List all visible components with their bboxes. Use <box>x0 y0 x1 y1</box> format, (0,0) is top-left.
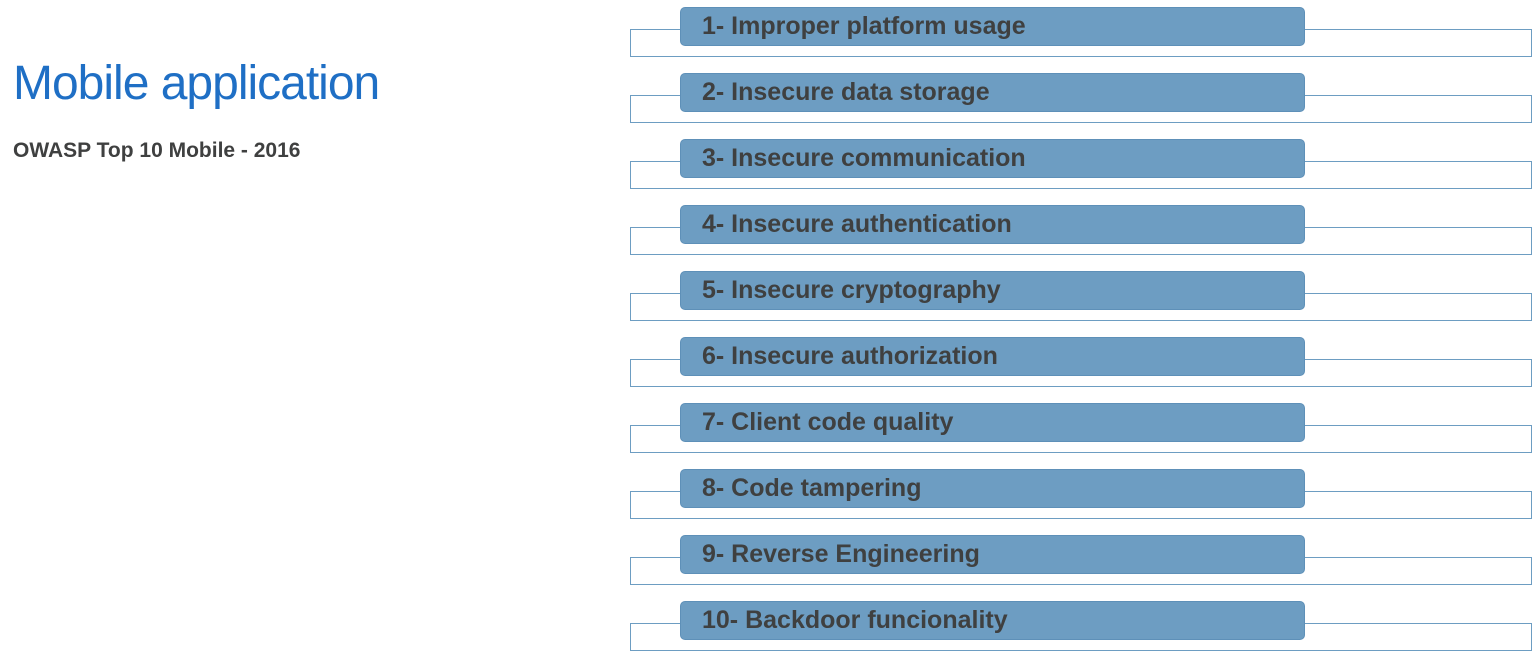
list-item-7: 7- Client code quality <box>630 396 1532 462</box>
item-bar: 3- Insecure communication <box>680 139 1305 178</box>
item-label: 6- Insecure authorization <box>702 342 998 370</box>
item-label: 2- Insecure data storage <box>702 78 990 106</box>
item-bar: 6- Insecure authorization <box>680 337 1305 376</box>
item-label: 8- Code tampering <box>702 474 922 502</box>
list-item-4: 4- Insecure authentication <box>630 198 1532 264</box>
item-label: 5- Insecure cryptography <box>702 276 1001 304</box>
item-label: 10- Backdoor funcionality <box>702 606 1008 634</box>
list-item-2: 2- Insecure data storage <box>630 66 1532 132</box>
item-label: 3- Insecure communication <box>702 144 1026 172</box>
owasp-top10-list: 1- Improper platform usage 2- Insecure d… <box>630 0 1532 660</box>
item-bar: 8- Code tampering <box>680 469 1305 508</box>
list-item-9: 9- Reverse Engineering <box>630 528 1532 594</box>
item-bar: 9- Reverse Engineering <box>680 535 1305 574</box>
list-item-5: 5- Insecure cryptography <box>630 264 1532 330</box>
list-item-8: 8- Code tampering <box>630 462 1532 528</box>
list-item-6: 6- Insecure authorization <box>630 330 1532 396</box>
item-bar: 10- Backdoor funcionality <box>680 601 1305 640</box>
item-label: 4- Insecure authentication <box>702 210 1012 238</box>
item-label: 1- Improper platform usage <box>702 12 1026 40</box>
item-label: 7- Client code quality <box>702 408 954 436</box>
page-subtitle: OWASP Top 10 Mobile - 2016 <box>13 138 301 162</box>
list-item-1: 1- Improper platform usage <box>630 0 1532 66</box>
item-bar: 5- Insecure cryptography <box>680 271 1305 310</box>
item-bar: 1- Improper platform usage <box>680 7 1305 46</box>
item-bar: 2- Insecure data storage <box>680 73 1305 112</box>
list-item-10: 10- Backdoor funcionality <box>630 594 1532 660</box>
item-label: 9- Reverse Engineering <box>702 540 980 568</box>
slide-header: Mobile application OWASP Top 10 Mobile -… <box>13 57 573 163</box>
page-title: Mobile application <box>13 57 380 110</box>
list-item-3: 3- Insecure communication <box>630 132 1532 198</box>
item-bar: 4- Insecure authentication <box>680 205 1305 244</box>
item-bar: 7- Client code quality <box>680 403 1305 442</box>
